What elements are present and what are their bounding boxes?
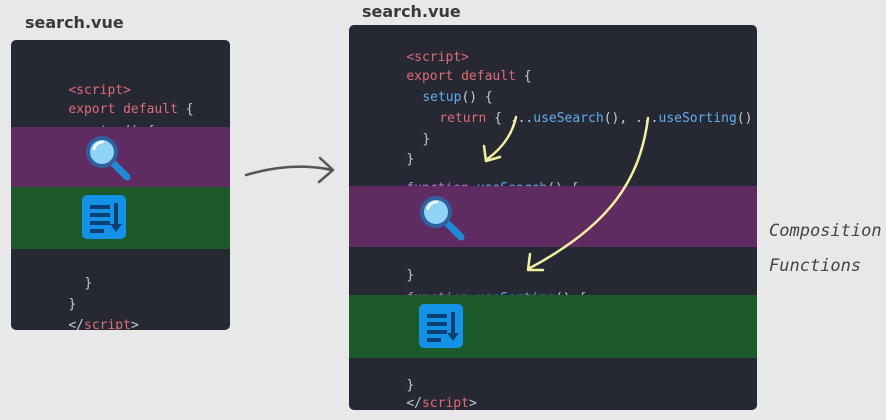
export-keyword: export bbox=[68, 102, 116, 117]
script-close-tag: script bbox=[421, 396, 469, 410]
tag-bracket: </ bbox=[406, 396, 422, 410]
brace: } bbox=[68, 297, 77, 312]
use-sorting-call: useSorting bbox=[658, 111, 737, 126]
spread-end: () } bbox=[736, 111, 753, 126]
right-script-open: <script> bbox=[375, 34, 469, 65]
right-setup-line: setup() { bbox=[391, 74, 492, 105]
composition-label: Composition bbox=[769, 221, 882, 241]
default-keyword: default bbox=[461, 69, 516, 84]
setup-rest: () { bbox=[461, 90, 493, 105]
left-sort-band bbox=[11, 187, 230, 249]
brace: } bbox=[422, 132, 431, 147]
tag-bracket: > bbox=[130, 318, 139, 330]
brace: } bbox=[84, 276, 93, 291]
brace: } bbox=[406, 268, 415, 283]
sort-list-icon bbox=[419, 304, 463, 348]
left-script-close: </script> bbox=[37, 302, 138, 330]
left-code-panel: <script> export default { setup() { } } bbox=[11, 40, 230, 330]
functions-label: Functions bbox=[769, 256, 862, 276]
right-return-line: return { ...useSearch(), ...useSorting()… bbox=[408, 95, 757, 126]
right-search-band bbox=[349, 186, 757, 247]
magnifier-icon bbox=[420, 196, 465, 241]
script-open-tag: <script> bbox=[68, 83, 131, 98]
left-close2: } bbox=[37, 281, 76, 312]
left-close1: } bbox=[53, 260, 92, 291]
magnifier-icon bbox=[86, 136, 131, 181]
right-sort-band bbox=[349, 295, 757, 358]
brace: } bbox=[406, 378, 415, 393]
spread-open: { ... bbox=[494, 111, 534, 126]
sort-list-icon bbox=[82, 195, 126, 239]
spread-mid: (), ... bbox=[603, 111, 659, 126]
right-code-panel: <script> export default { setup() { retu… bbox=[349, 25, 757, 410]
left-export-line: export default { bbox=[37, 86, 193, 117]
use-search-call: useSearch bbox=[533, 111, 604, 126]
right-file-title: search.vue bbox=[362, 2, 461, 21]
right-inner-close: } bbox=[391, 116, 430, 147]
return-keyword: return bbox=[439, 111, 487, 126]
export-keyword: export bbox=[406, 69, 454, 84]
script-open-tag: <script> bbox=[406, 50, 469, 65]
default-keyword: default bbox=[123, 102, 178, 117]
left-setup-line: setup() { bbox=[53, 108, 154, 139]
brace: { bbox=[185, 102, 194, 117]
right-use-sorting-def: function useSorting() { bbox=[375, 275, 586, 306]
left-file-title: search.vue bbox=[25, 13, 124, 32]
left-search-band bbox=[11, 127, 230, 187]
right-outer-close: } bbox=[375, 136, 414, 167]
right-use-search-def: function useSearch() { bbox=[375, 165, 578, 196]
setup-function: setup bbox=[422, 90, 462, 105]
left-script-open: <script> bbox=[37, 67, 131, 98]
script-close-tag: script bbox=[83, 318, 131, 330]
right-close-search: } bbox=[375, 252, 414, 283]
brace: { bbox=[523, 69, 532, 84]
right-close-sorting: } bbox=[375, 362, 414, 393]
right-script-close: </script> bbox=[375, 380, 476, 410]
tag-bracket: > bbox=[468, 396, 477, 410]
right-export-line: export default { bbox=[375, 53, 531, 84]
tag-bracket: </ bbox=[68, 318, 84, 330]
brace: } bbox=[406, 152, 415, 167]
